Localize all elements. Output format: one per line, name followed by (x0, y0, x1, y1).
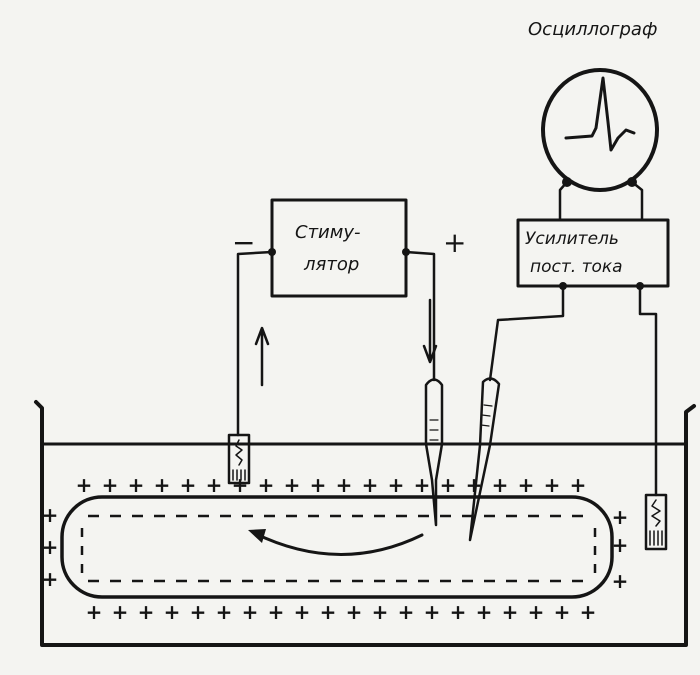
outer-plus-bottom: + (138, 600, 155, 624)
stimulator-wire-negative (236, 250, 274, 437)
outer-plus-bottom: + (164, 600, 181, 624)
outer-plus-bottom: + (320, 600, 337, 624)
outer-plus-left: + (42, 535, 59, 559)
outer-plus-top: + (388, 473, 405, 497)
outer-plus-bottom: + (502, 600, 519, 624)
outer-plus-left: + (42, 567, 59, 591)
outer-plus-bottom: + (86, 600, 103, 624)
stimulator-label-line2: лятор (303, 254, 359, 275)
outer-plus-top: + (414, 473, 431, 497)
amplifier-wire-to-electrode (488, 284, 565, 382)
amplifier-label-line1: Усилитель (525, 229, 619, 249)
oscillograph-label: Осциллограф (528, 19, 657, 40)
outer-plus-top: + (180, 473, 197, 497)
outer-plus-top: + (518, 473, 535, 497)
amplifier-box (516, 218, 670, 288)
stimulating-electrode-negative (227, 433, 251, 485)
outer-plus-top: + (206, 473, 223, 497)
current-arrow-down (422, 298, 438, 364)
recording-electrode-active (468, 377, 501, 542)
outer-plus-top: + (336, 473, 353, 497)
outer-plus-right: + (612, 533, 629, 557)
outer-plus-right: + (612, 505, 629, 529)
outer-plus-top: + (570, 473, 587, 497)
outer-plus-top: + (362, 473, 379, 497)
recording-electrode-reference (644, 493, 668, 551)
current-arrow-up (254, 326, 270, 387)
outer-plus-top: + (466, 473, 483, 497)
outer-plus-bottom: + (372, 600, 389, 624)
outer-plus-top: + (258, 473, 275, 497)
oscillograph-trace (564, 76, 636, 152)
oscillograph-screen (541, 68, 659, 192)
outer-plus-bottom: + (450, 600, 467, 624)
outer-plus-top: + (492, 473, 509, 497)
propagation-arrow (252, 531, 424, 556)
outer-plus-bottom: + (424, 600, 441, 624)
outer-plus-bottom: + (580, 600, 597, 624)
stimulator-plus-sign: + (443, 226, 466, 259)
outer-plus-top: + (102, 473, 119, 497)
stimulator-label-line1: Стиму- (295, 222, 360, 243)
stimulating-electrode-positive (424, 378, 444, 527)
outer-plus-bottom: + (294, 600, 311, 624)
stimulator-minus-sign: − (232, 226, 255, 259)
stimulator-wire-positive (404, 250, 436, 382)
outer-plus-top: + (76, 473, 93, 497)
stimulator-box (270, 198, 408, 298)
outer-plus-bottom: + (112, 600, 129, 624)
outer-plus-bottom: + (268, 600, 285, 624)
outer-plus-bottom: + (346, 600, 363, 624)
outer-plus-bottom: + (554, 600, 571, 624)
outer-plus-top: + (544, 473, 561, 497)
amplifier-wire-to-reference (638, 284, 658, 497)
outer-plus-top: + (440, 473, 457, 497)
outer-plus-bottom: + (528, 600, 545, 624)
oscillograph-wire-left (558, 180, 569, 222)
outer-plus-bottom: + (190, 600, 207, 624)
bath-outline (34, 400, 696, 647)
outer-plus-bottom: + (398, 600, 415, 624)
outer-plus-top: + (232, 473, 249, 497)
outer-plus-right: + (612, 569, 629, 593)
outer-plus-top: + (310, 473, 327, 497)
nerve-fiber (60, 495, 614, 599)
outer-plus-top: + (128, 473, 145, 497)
outer-plus-top: + (284, 473, 301, 497)
amplifier-label-line2: пост. тока (530, 257, 623, 277)
outer-plus-top: + (154, 473, 171, 497)
outer-plus-bottom: + (476, 600, 493, 624)
outer-plus-bottom: + (216, 600, 233, 624)
outer-plus-left: + (42, 503, 59, 527)
membrane-charges: + + + + + + + + + + + + + + + + + + + + + + + + + + + + + + + + + + + + + + + +… (42, 473, 629, 624)
outer-plus-bottom: + (242, 600, 259, 624)
oscillograph-wire-right (630, 180, 644, 222)
propagation-arrowhead (248, 529, 266, 543)
